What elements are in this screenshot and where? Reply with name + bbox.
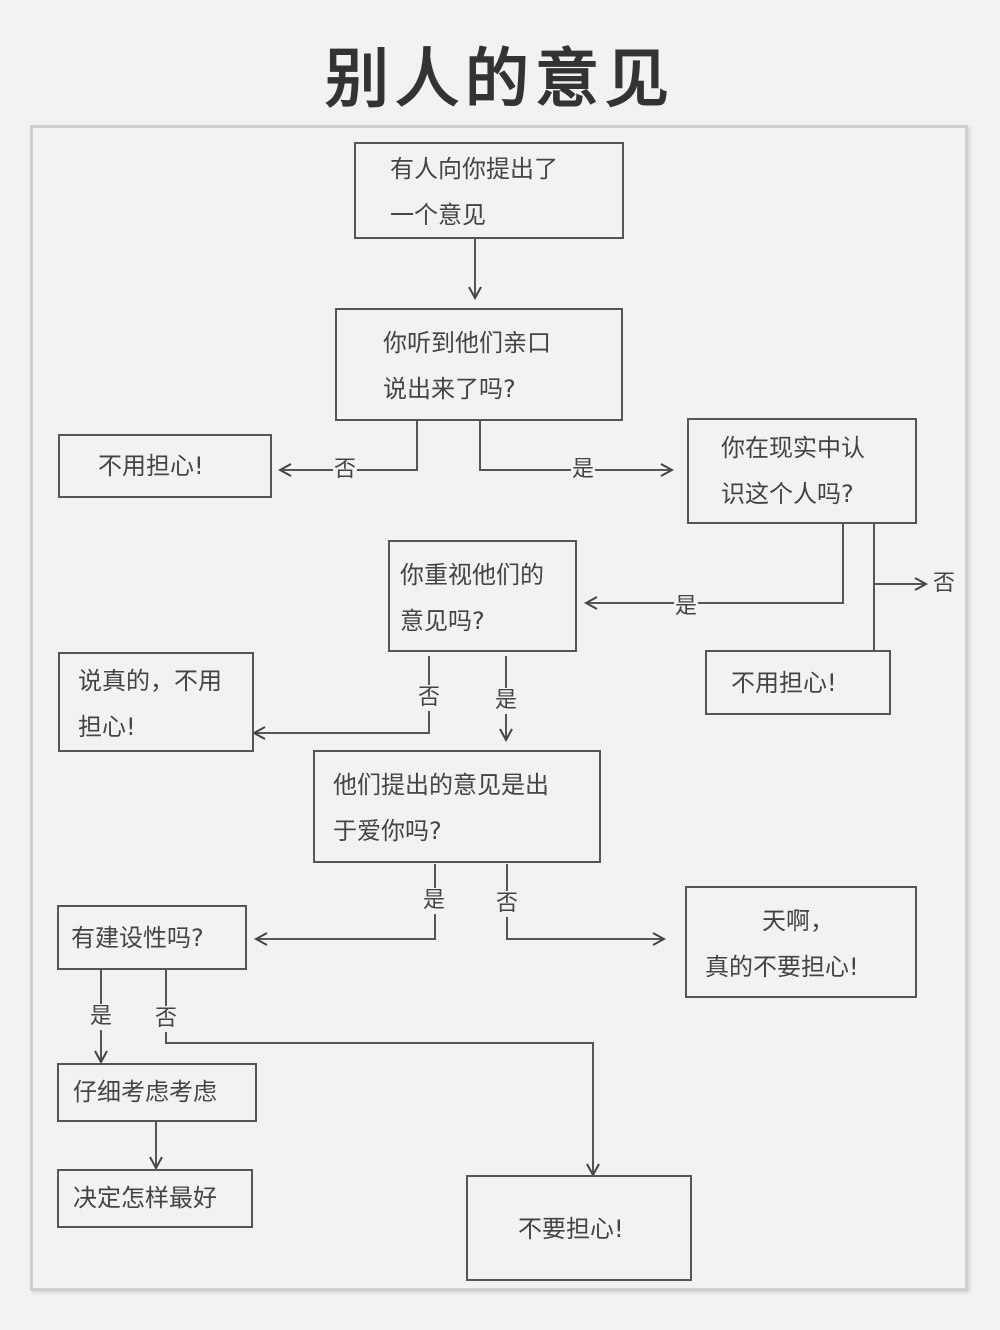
node-text: 天啊， <box>762 907 834 935</box>
node-constructive: 有建设性吗? <box>57 905 247 970</box>
node-text: 担心! <box>78 713 136 741</box>
node-think-carefully: 仔细考虑考虑 <box>57 1063 257 1122</box>
node-omg-no-worry: 天啊， 真的不要担心! <box>685 886 917 998</box>
node-dont-worry: 不要担心! <box>466 1175 692 1281</box>
node-no-worry-2: 不用担心! <box>705 650 891 715</box>
node-decide-best: 决定怎样最好 <box>57 1169 253 1228</box>
node-text: 不用担心! <box>98 452 204 480</box>
edge-heard-no <box>280 420 418 470</box>
node-text: 有建设性吗? <box>71 924 204 952</box>
node-text: 说真的，不用 <box>78 667 222 695</box>
edge-label-heard-no: 否 <box>333 457 358 483</box>
node-seriously-no-worry: 说真的，不用 担心! <box>58 652 254 752</box>
node-text: 于爱你吗? <box>333 817 442 845</box>
edge-label-know-no: 否 <box>932 571 957 597</box>
node-out-of-love: 他们提出的意见是出 于爱你吗? <box>313 750 601 863</box>
edge-label-heard-yes: 是 <box>571 457 596 483</box>
edge-label-constructive-yes: 是 <box>89 1004 114 1030</box>
node-text: 一个意见 <box>390 201 486 229</box>
edge-label-value-yes: 是 <box>494 688 519 714</box>
node-text: 你在现实中认 <box>721 434 865 462</box>
node-value-opinion: 你重视他们的 意见吗? <box>388 540 577 652</box>
edge-love-no <box>506 864 664 939</box>
edge-label-know-yes: 是 <box>674 594 699 620</box>
node-text: 你重视他们的 <box>400 561 544 589</box>
edge-label-love-no: 否 <box>495 891 520 917</box>
node-text: 不用担心! <box>731 669 837 697</box>
node-no-worry-1: 不用担心! <box>58 434 272 498</box>
edge-love-yes <box>256 864 436 939</box>
edge-label-constructive-no: 否 <box>154 1006 179 1032</box>
node-text: 识这个人吗? <box>721 480 854 508</box>
node-text: 仔细考虑考虑 <box>73 1078 217 1106</box>
node-text: 不要担心! <box>518 1215 624 1243</box>
node-text: 说出来了吗? <box>383 375 516 403</box>
node-text: 决定怎样最好 <box>73 1184 217 1212</box>
node-start: 有人向你提出了 一个意见 <box>354 142 624 239</box>
node-text: 有人向你提出了 <box>390 155 558 183</box>
edge-label-love-yes: 是 <box>422 888 447 914</box>
node-text: 意见吗? <box>400 607 485 635</box>
edge-value-no <box>254 656 430 733</box>
edge-heard-yes <box>479 420 672 470</box>
node-heard-directly: 你听到他们亲口 说出来了吗? <box>335 308 623 421</box>
edge-know-yes <box>586 523 844 603</box>
page-title: 别人的意见 <box>325 42 675 117</box>
node-text: 他们提出的意见是出 <box>333 771 549 799</box>
node-text: 你听到他们亲口 <box>383 329 551 357</box>
node-text: 真的不要担心! <box>705 953 859 981</box>
node-know-in-real-life: 你在现实中认 识这个人吗? <box>687 418 917 524</box>
edge-label-value-no: 否 <box>417 685 442 711</box>
